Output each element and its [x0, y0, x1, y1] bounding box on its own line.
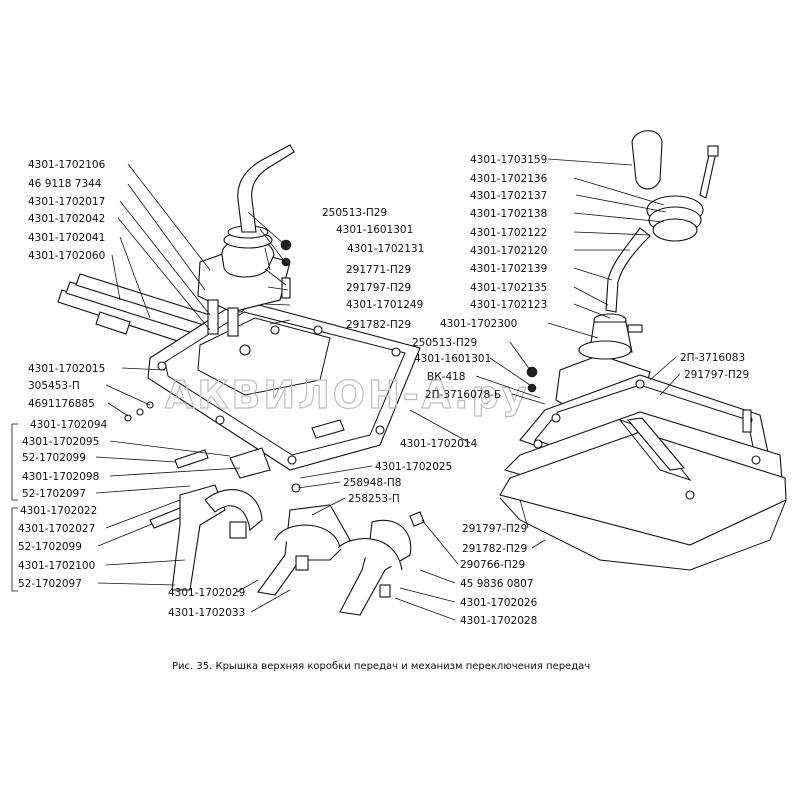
- label-291782-p29-a: 291782-П29: [346, 319, 411, 331]
- label-4301-1702026: 4301-1702026: [460, 597, 538, 609]
- label-vk-418: ВК-418: [427, 371, 466, 383]
- label-4301-1702042: 4301-1702042: [28, 213, 105, 225]
- label-4301-1702041: 4301-1702041: [28, 232, 105, 244]
- label-4301-1702027: 4301-1702027: [18, 523, 95, 535]
- label-4301-1702028: 4301-1702028: [460, 615, 537, 627]
- label-4301-1703159: 4301-1703159: [470, 154, 547, 166]
- label-45-9836-0807: 45 9836 0807: [460, 578, 533, 590]
- label-291782-p29-b: 291782-П29: [462, 543, 527, 555]
- label-4301-1702135: 4301-1702135: [470, 282, 547, 294]
- label-291771-p29: 291771-П29: [346, 264, 411, 276]
- lever-knob: [631, 130, 663, 190]
- label-52-1702097-a: 52-1702097: [22, 488, 86, 500]
- label-305453-p: 305453-П: [28, 380, 80, 392]
- leader-lines: [11, 158, 681, 621]
- label-4301-1601301-a: 4301-1601301: [336, 224, 413, 236]
- shift-forks: [171, 484, 425, 616]
- detent-parts: [124, 401, 345, 529]
- label-4301-1702098: 4301-1702098: [22, 471, 99, 483]
- label-291797-p29-c: 291797-П29: [462, 523, 527, 535]
- label-4301-1702025: 4301-1702025: [375, 461, 452, 473]
- label-52-1702099-b: 52-1702099: [18, 541, 82, 553]
- label-4301-1702106: 4301-1702106: [28, 159, 106, 171]
- label-4301-1701249: 4301-1701249: [346, 299, 423, 311]
- figure-caption: Рис. 35. Крышка верхняя коробки передач …: [172, 661, 590, 672]
- label-4691176885: 4691176885: [28, 398, 95, 410]
- label-4301-1702137: 4301-1702137: [470, 190, 547, 202]
- lever-boot-rings: [646, 145, 719, 242]
- part-labels: 4301-1702106 46 9118 7344 4301-1702017 4…: [18, 154, 749, 627]
- label-4301-1702014: 4301-1702014: [400, 438, 478, 450]
- label-2p-3716078-b: 2П-3716078-Б: [425, 389, 501, 401]
- right-assembly: [499, 130, 787, 571]
- label-4301-1702017: 4301-1702017: [28, 196, 105, 208]
- stacked-cover-plates: [499, 374, 787, 571]
- label-4301-1702029: 4301-1702029: [168, 587, 245, 599]
- label-4301-1702015: 4301-1702015: [28, 363, 105, 375]
- label-4301-1702136: 4301-1702136: [470, 173, 548, 185]
- label-52-1702097-b: 52-1702097: [18, 578, 82, 590]
- label-4301-1702022: 4301-1702022: [20, 505, 97, 517]
- watermark-text: АКВИЛОН-А.ру: [165, 373, 530, 417]
- left-assembly: [57, 144, 425, 616]
- label-4301-1702095: 4301-1702095: [22, 436, 99, 448]
- label-291797-p29-a: 291797-П29: [346, 282, 411, 294]
- inner-lever: [626, 417, 686, 471]
- label-250513-p29-b: 250513-П29: [412, 337, 477, 349]
- label-2p-3716083: 2П-3716083: [680, 352, 745, 364]
- label-250513-p29-a: 250513-П29: [322, 207, 387, 219]
- label-4301-1702100: 4301-1702100: [18, 560, 95, 572]
- label-4301-1702138: 4301-1702138: [470, 208, 547, 220]
- label-4301-1601301-b: 4301-1601301: [414, 353, 491, 365]
- upper-cover-plate: [147, 299, 421, 471]
- label-4301-1702122: 4301-1702122: [470, 227, 547, 239]
- lever-tower-left: [197, 144, 295, 356]
- label-4301-1702033: 4301-1702033: [168, 607, 245, 619]
- label-4301-1702060: 4301-1702060: [28, 250, 105, 262]
- label-4301-1702120: 4301-1702120: [470, 245, 547, 257]
- label-4301-1702300: 4301-1702300: [440, 318, 517, 330]
- label-4301-1702131: 4301-1702131: [347, 243, 424, 255]
- label-4301-1702139: 4301-1702139: [470, 263, 547, 275]
- label-46-9118-7344: 46 9118 7344: [28, 178, 102, 190]
- lever-tube: [605, 227, 651, 313]
- label-4301-1702094: 4301-1702094: [30, 419, 108, 431]
- label-290766-p29: 290766-П29: [460, 559, 525, 571]
- label-258253-p: 258253-П: [348, 493, 400, 505]
- label-4301-1702123: 4301-1702123: [470, 299, 547, 311]
- label-258948-p8: 258948-П8: [343, 477, 401, 489]
- label-52-1702099-a: 52-1702099: [22, 452, 86, 464]
- label-291797-p29-b: 291797-П29: [684, 369, 749, 381]
